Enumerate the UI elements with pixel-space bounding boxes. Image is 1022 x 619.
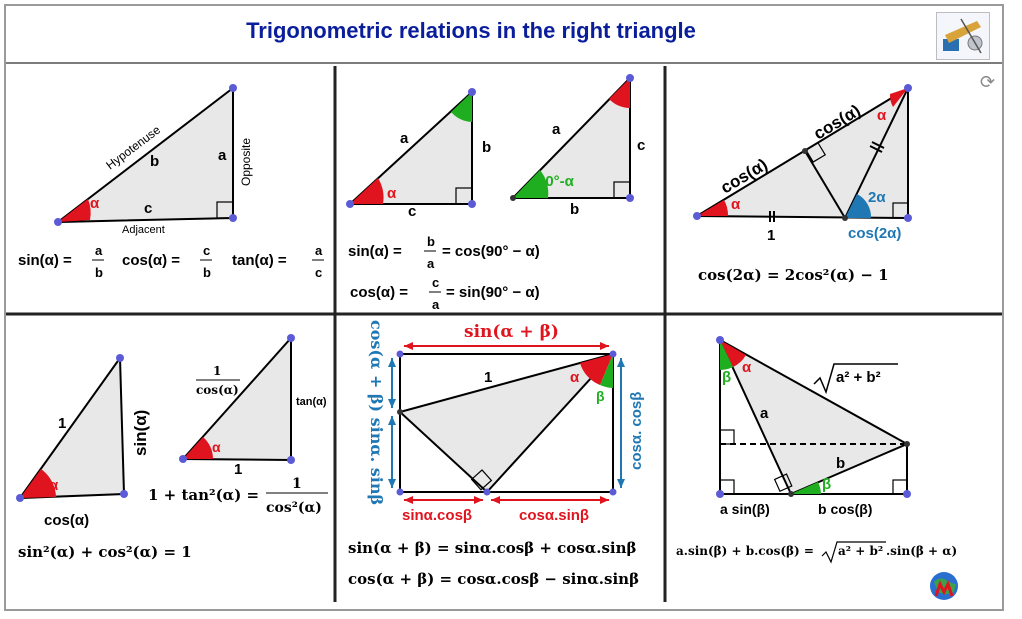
applet-frame: Trigonometric relations in the right tri… — [4, 4, 1004, 611]
title-bar: Trigonometric relations in the right tri… — [6, 6, 1002, 64]
author-globe-badge-icon — [928, 570, 960, 602]
page-title: Trigonometric relations in the right tri… — [246, 18, 696, 43]
refresh-icon[interactable]: ⟳ — [980, 72, 996, 93]
tools-logo-icon — [936, 12, 990, 60]
